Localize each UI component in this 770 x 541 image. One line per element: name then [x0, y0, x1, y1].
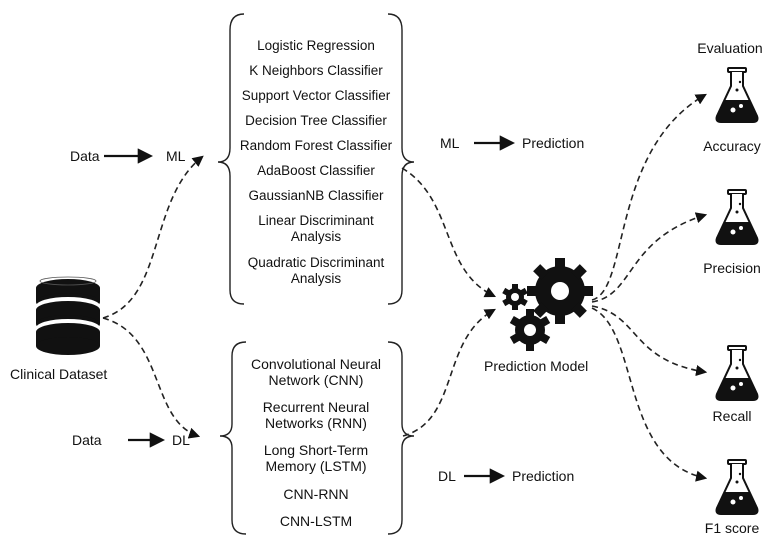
- dl-model-item: Convolutional Neural: [251, 356, 381, 372]
- ml-model-item: GaussianNB Classifier: [248, 188, 384, 203]
- dl-model-item: Long Short-Term: [263, 442, 369, 458]
- ml-model-item: Logistic Regression: [257, 38, 375, 53]
- model-to-recall-flow: [591, 305, 708, 377]
- data-label-bottom: Data: [72, 432, 102, 448]
- dl-model-item: Recurrent Neural: [262, 399, 370, 415]
- ml-model-item: Random Forest Classifier: [239, 138, 393, 153]
- dl-model-item: CNN-RNN: [283, 486, 349, 502]
- gears-icon: [502, 258, 593, 351]
- metric-precision: Precision: [703, 260, 761, 276]
- data-label-top: Data: [70, 148, 100, 164]
- metric-accuracy: Accuracy: [703, 138, 761, 154]
- dl-models-list: Convolutional Neural Network (CNN) Recur…: [236, 356, 396, 529]
- ml-pred-dst: Prediction: [522, 135, 585, 151]
- ml-model-item: Decision Tree Classifier: [245, 113, 387, 128]
- dl-model-item: Networks (RNN): [265, 415, 367, 431]
- ml-model-item: K Neighbors Classifier: [249, 63, 383, 78]
- dl-label-left: DL: [172, 432, 190, 448]
- prediction-model-label: Prediction Model: [484, 358, 589, 374]
- ml-model-item: Linear Discriminant: [258, 213, 374, 228]
- ml-model-item: Analysis: [290, 271, 342, 286]
- ml-model-item: Quadratic Discriminant: [247, 255, 385, 270]
- flask-icon-f1: [715, 459, 759, 515]
- dataset-label: Clinical Dataset: [10, 366, 108, 382]
- dl-pred-src: DL: [438, 468, 456, 484]
- evaluation-title: Evaluation: [697, 40, 763, 56]
- ml-model-item: AdaBoost Classifier: [257, 163, 375, 178]
- metric-recall: Recall: [712, 408, 752, 424]
- ml-model-item: Analysis: [290, 229, 342, 244]
- model-to-accuracy-flow: [591, 93, 707, 301]
- ml-model-item: Support Vector Classifier: [241, 88, 391, 103]
- flask-icon-accuracy: [715, 67, 759, 123]
- ml-models-brace: [217, 13, 415, 305]
- dl-models-brace: [219, 341, 415, 535]
- flask-icon-recall: [715, 345, 759, 401]
- metric-f1-score: F1 score: [704, 520, 760, 536]
- ml-to-model-flow: [401, 167, 497, 298]
- flask-icon-precision: [715, 189, 759, 245]
- model-to-f1-flow: [591, 307, 708, 482]
- ml-models-list: Logistic Regression K Neighbors Classifi…: [236, 38, 396, 287]
- dl-model-item: CNN-LSTM: [279, 513, 353, 529]
- dl-model-item: Network (CNN): [268, 372, 364, 388]
- ml-pred-src: ML: [440, 135, 460, 151]
- database-icon: [36, 276, 100, 355]
- dl-pred-dst: Prediction: [512, 468, 575, 484]
- dataset-to-dl-flow: [102, 317, 201, 439]
- dl-model-item: Memory (LSTM): [265, 458, 367, 474]
- dataset-to-ml-flow: [102, 155, 204, 319]
- dl-to-model-flow: [402, 308, 496, 437]
- model-to-precision-flow: [591, 212, 708, 303]
- ml-label-left: ML: [166, 148, 186, 164]
